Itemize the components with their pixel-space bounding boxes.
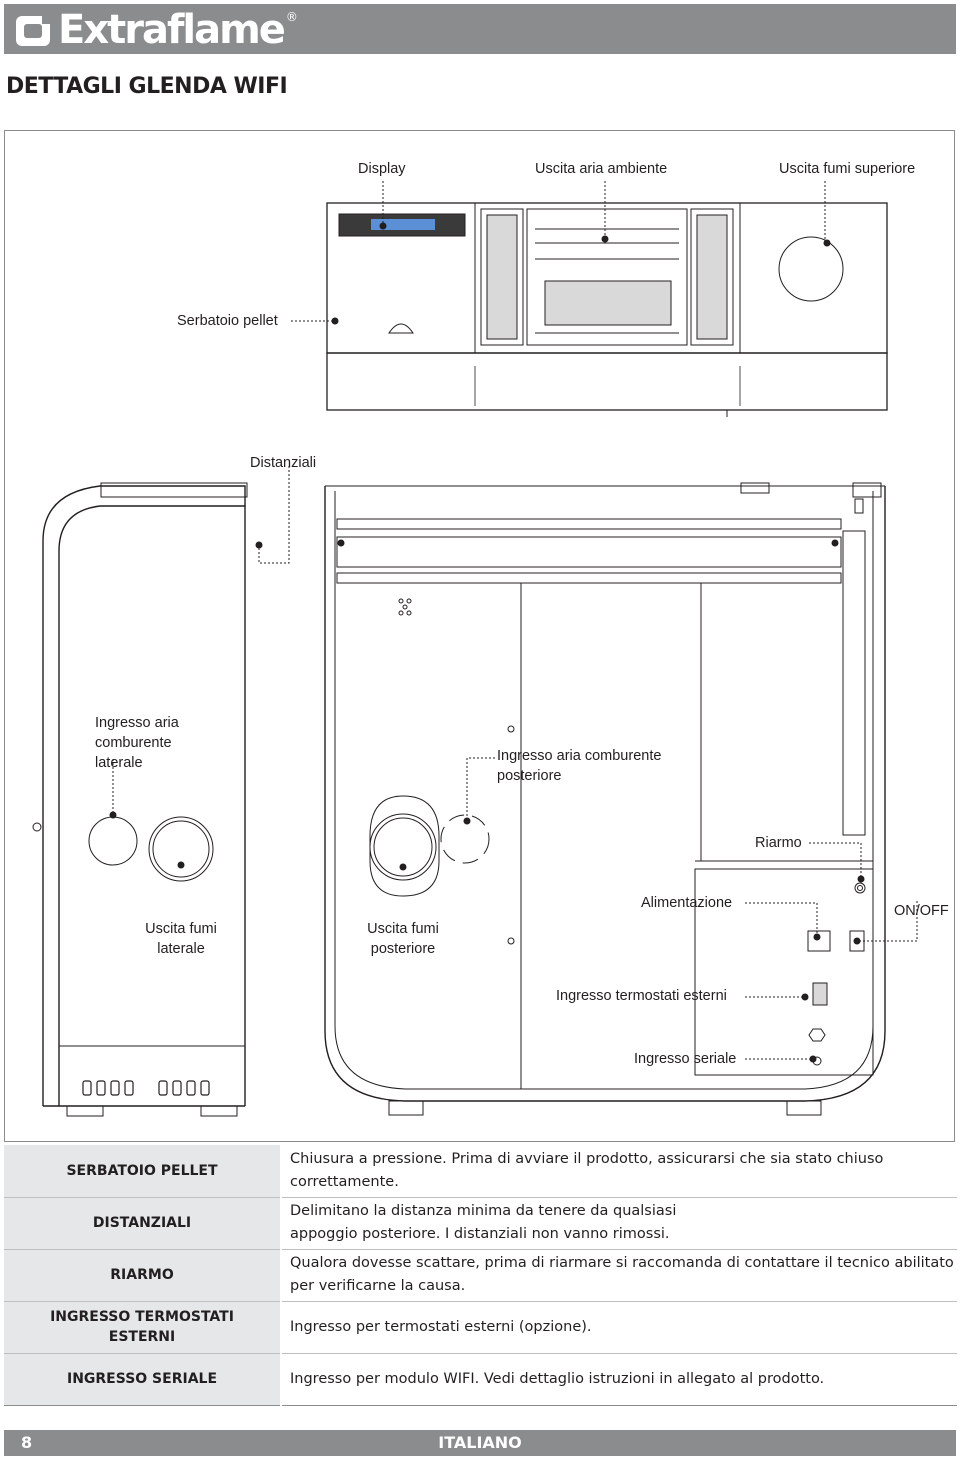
row-value: Ingresso per termostati esterni (opzione…: [281, 1301, 957, 1354]
label-uscita-fumi-superiore: Uscita fumi superiore: [779, 161, 916, 177]
page-number: 8: [21, 1433, 33, 1452]
brand-name: Extraflame: [58, 7, 286, 53]
row-value: Qualora dovesse scattare, prima di riarm…: [281, 1249, 957, 1302]
row-value: Chiusura a pressione. Prima di avviare i…: [281, 1145, 957, 1198]
table-row: INGRESSO SERIALE Ingresso per modulo WIF…: [4, 1353, 957, 1406]
rear-view: [324, 482, 886, 1116]
footer-language: ITALIANO: [438, 1433, 522, 1452]
label-distanziali: Distanziali: [250, 455, 317, 471]
stove-drawing: [32, 181, 918, 1117]
row-key: RIARMO: [4, 1249, 282, 1302]
header-bar: Extraflame ®: [4, 4, 956, 54]
table-row: SERBATOIO PELLET Chiusura a pressione. P…: [4, 1145, 957, 1198]
table-row: RIARMO Qualora dovesse scattare, prima d…: [4, 1249, 957, 1302]
label-ingresso-aria-posteriore: Ingresso aria comburente posteriore: [497, 748, 662, 784]
top-view: [326, 202, 888, 417]
stove-diagram: Display Uscita aria ambiente Uscita fumi…: [4, 130, 955, 1142]
label-display: Display: [358, 161, 406, 177]
registered-mark: ®: [285, 10, 298, 24]
label-ingresso-termostati: Ingresso termostati esterni: [556, 988, 727, 1004]
label-serbatoio-pellet: Serbatoio pellet: [177, 313, 278, 329]
brand-logo: Extraflame ®: [14, 8, 298, 52]
label-uscita-fumi-posteriore: Uscita fumi posteriore: [367, 921, 439, 957]
vent-holes: [398, 598, 412, 616]
flame-logo-icon: [16, 12, 52, 46]
callout-leaders: [112, 181, 918, 1060]
row-key: SERBATOIO PELLET: [4, 1145, 282, 1198]
table-row: DISTANZIALI Delimitano la distanza minim…: [4, 1197, 957, 1250]
row-value: Ingresso per modulo WIFI. Vedi dettaglio…: [281, 1353, 957, 1406]
label-alimentazione: Alimentazione: [641, 895, 733, 911]
label-on-off: ON/OFF: [894, 903, 949, 919]
footer-bar: ITALIANO 8: [4, 1430, 956, 1456]
row-key: DISTANZIALI: [4, 1197, 282, 1250]
page-title: DETTAGLI GLENDA WIFI: [6, 74, 288, 99]
row-value: Delimitano la distanza minima da tenere …: [281, 1197, 957, 1250]
side-view: [32, 482, 248, 1117]
label-uscita-fumi-laterale: Uscita fumi laterale: [145, 921, 217, 957]
details-table: SERBATOIO PELLET Chiusura a pressione. P…: [4, 1145, 957, 1406]
label-ingresso-seriale: Ingresso seriale: [634, 1051, 737, 1067]
row-key: INGRESSO TERMOSTATI ESTERNI: [4, 1301, 282, 1354]
label-riarmo: Riarmo: [755, 835, 802, 851]
display-screen: [371, 219, 435, 230]
label-ingresso-aria-laterale: Ingresso aria comburente laterale: [95, 715, 179, 771]
table-row: INGRESSO TERMOSTATI ESTERNI Ingresso per…: [4, 1301, 957, 1354]
row-key: INGRESSO SERIALE: [4, 1353, 282, 1406]
callout-dots: [109, 222, 865, 1063]
label-uscita-aria-ambiente: Uscita aria ambiente: [535, 161, 668, 177]
